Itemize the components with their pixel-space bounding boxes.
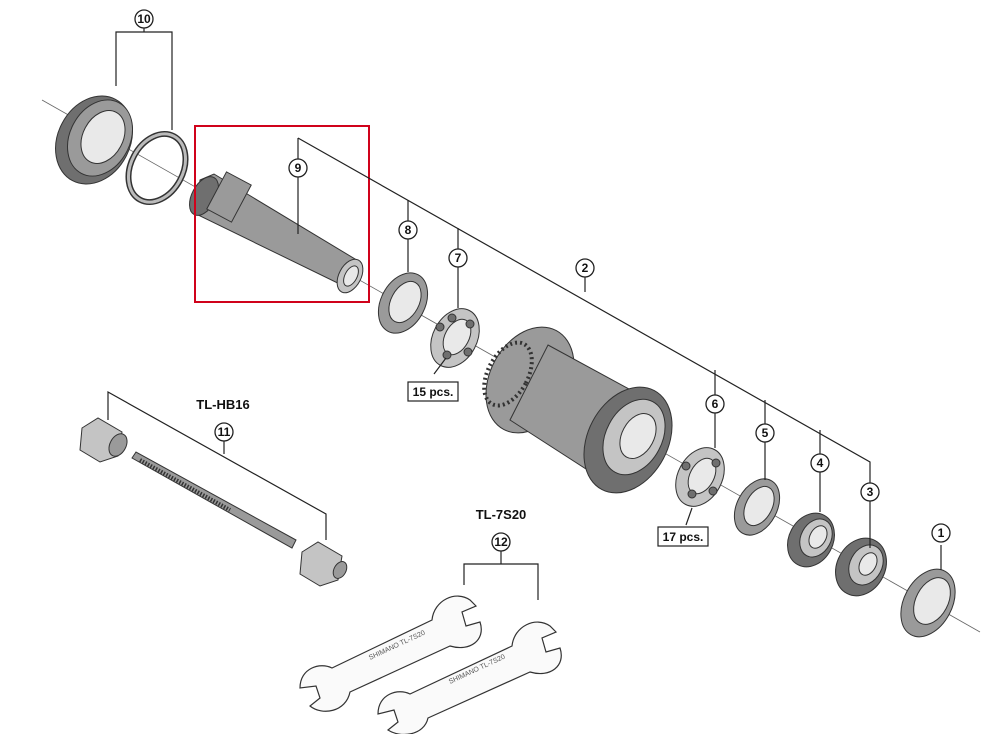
svg-text:9: 9 xyxy=(295,161,302,175)
svg-text:8: 8 xyxy=(405,223,412,237)
part-8-seal xyxy=(377,272,429,334)
callout-11: 11 xyxy=(214,422,234,442)
callout-10: 10 xyxy=(134,9,154,29)
part-7-bearing-retainer xyxy=(430,308,480,368)
part-1-end-cap xyxy=(900,568,956,638)
leader-lines xyxy=(107,27,942,600)
part-4-cone xyxy=(787,512,835,568)
part-2-hub-shell xyxy=(482,326,673,494)
callout-6: 6 xyxy=(705,394,725,414)
callout-5: 5 xyxy=(755,423,775,443)
svg-text:3: 3 xyxy=(867,485,874,499)
svg-text:1: 1 xyxy=(938,526,945,540)
tool-tl-7s20: SHIMANO TL-7S20 SHIMANO TL-7S20 xyxy=(299,595,562,734)
part-3-locknut xyxy=(835,537,887,597)
callout-9: 9 xyxy=(288,158,308,178)
part-10-lockring xyxy=(55,95,133,185)
svg-text:15 pcs.: 15 pcs. xyxy=(413,385,454,399)
svg-text:5: 5 xyxy=(762,426,769,440)
part-9-highlight-box xyxy=(194,125,370,303)
tool-tl-hb16 xyxy=(79,417,348,587)
part-10-washer xyxy=(125,130,189,206)
callout-8: 8 xyxy=(398,220,418,240)
svg-text:7: 7 xyxy=(455,251,462,265)
callout-2: 2 xyxy=(575,258,595,278)
quantity-label-15: 15 pcs. xyxy=(407,381,459,402)
svg-text:4: 4 xyxy=(817,456,824,470)
svg-text:17 pcs.: 17 pcs. xyxy=(663,530,704,544)
quantity-label-17: 17 pcs. xyxy=(657,526,709,547)
part-5-seal xyxy=(733,478,781,536)
tool-label-tl-7s20: TL-7S20 xyxy=(476,507,527,522)
svg-text:2: 2 xyxy=(582,261,589,275)
callout-3: 3 xyxy=(860,482,880,502)
callout-12: 12 xyxy=(491,532,511,552)
svg-text:10: 10 xyxy=(137,12,151,26)
part-9-axle xyxy=(189,171,364,294)
part-6-bearing-retainer xyxy=(675,447,725,507)
callout-1: 1 xyxy=(931,523,951,543)
tool-label-tl-hb16: TL-HB16 xyxy=(196,397,249,412)
svg-text:11: 11 xyxy=(218,425,231,439)
callout-7: 7 xyxy=(448,248,468,268)
svg-text:12: 12 xyxy=(494,535,508,549)
svg-text:6: 6 xyxy=(712,397,719,411)
callout-4: 4 xyxy=(810,453,830,473)
